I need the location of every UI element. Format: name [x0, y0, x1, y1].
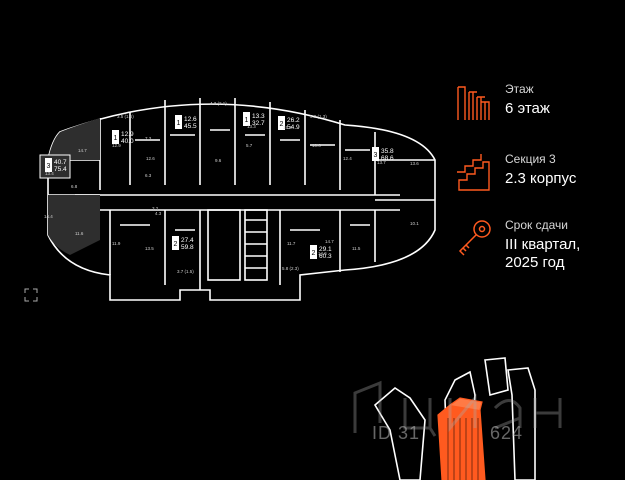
- svg-text:35.8: 35.8: [381, 148, 394, 155]
- room-area-label: 5.8 (1.3): [310, 114, 327, 119]
- svg-text:40.7: 40.7: [54, 159, 67, 166]
- key-icon: [458, 220, 491, 256]
- room-area-label: 14.7: [325, 239, 334, 244]
- svg-text:12.9: 12.9: [121, 131, 134, 138]
- svg-text:59.8: 59.8: [181, 244, 194, 251]
- deadline-value: III квартал, 2025 год: [505, 236, 580, 272]
- room-area-label: 13.3: [247, 124, 256, 129]
- svg-text:2: 2: [312, 250, 316, 257]
- floor-label: Этаж: [505, 82, 534, 96]
- svg-text:60.3: 60.3: [319, 253, 332, 260]
- section-label: Секция 3: [505, 152, 556, 166]
- expand-icon[interactable]: [24, 288, 38, 302]
- room-area-label: 10.6: [312, 143, 321, 148]
- deadline-value-line2: 2025 год: [505, 254, 565, 271]
- svg-text:3: 3: [374, 152, 378, 159]
- cian-watermark-logo: [353, 380, 562, 437]
- room-area-label: 13.4: [45, 171, 54, 176]
- svg-text:1: 1: [177, 120, 181, 127]
- room-area-label: 3.2: [152, 206, 159, 211]
- room-area-label: 10.1: [410, 221, 419, 226]
- apartment-badge: 229.160.3: [310, 245, 332, 260]
- svg-text:27.4: 27.4: [181, 237, 194, 244]
- room-area-label: 7.3: [145, 136, 152, 141]
- svg-text:2: 2: [280, 121, 284, 128]
- room-area-label: 11.7: [287, 241, 296, 246]
- svg-text:68.6: 68.6: [381, 155, 394, 162]
- floor-icon: [457, 86, 490, 120]
- svg-text:1: 1: [114, 135, 118, 142]
- svg-text:26.2: 26.2: [287, 117, 300, 124]
- room-area-label: 9.6: [215, 158, 222, 163]
- deadline-label: Срок сдачи: [505, 218, 568, 232]
- svg-text:32.7: 32.7: [252, 120, 265, 127]
- watermark-id-part2: 624: [490, 423, 524, 443]
- room-area-label: 12.6: [146, 156, 155, 161]
- apartment-badge: 112.940.0: [112, 130, 134, 145]
- room-area-label: 5.7: [246, 143, 253, 148]
- room-area-label: 13.5: [145, 246, 154, 251]
- room-area-label: 15.6: [283, 125, 292, 130]
- watermark-id: ID 31 624: [372, 423, 523, 444]
- room-area-label: 4.3 (2.1): [210, 101, 227, 106]
- room-area-label: 11.9: [112, 241, 121, 246]
- apartment-badge: 113.332.7: [243, 112, 265, 127]
- apartment-badge: 335.868.6: [372, 147, 394, 162]
- svg-text:29.1: 29.1: [319, 246, 332, 253]
- room-area-label: 4.3: [155, 211, 162, 216]
- svg-text:12.6: 12.6: [184, 116, 197, 123]
- info-panel: Этаж 6 этаж Секция 3 2.3 корпус Срок сда…: [455, 0, 625, 320]
- room-area-label: 13.7: [377, 160, 386, 165]
- svg-text:45.5: 45.5: [184, 123, 197, 130]
- svg-text:3: 3: [47, 163, 51, 170]
- watermark-id-part1: ID 31: [372, 423, 421, 443]
- apartment-badge: 340.775.4: [45, 158, 67, 173]
- room-area-label: 13.6: [410, 161, 419, 166]
- room-area-label: 14.7: [78, 148, 87, 153]
- room-area-label: 3.5 (1.6): [117, 114, 134, 119]
- section-icon: [457, 154, 490, 191]
- room-area-label: 12.9: [112, 143, 121, 148]
- svg-text:2: 2: [174, 241, 178, 248]
- svg-text:75.4: 75.4: [54, 166, 67, 173]
- svg-text:40.0: 40.0: [121, 138, 134, 145]
- apartment-badge: 227.459.8: [172, 236, 194, 251]
- svg-text:54.9: 54.9: [287, 124, 300, 131]
- room-area-label: 6.3: [145, 173, 152, 178]
- room-area-label: 6.8: [71, 184, 78, 189]
- section-value: 2.3 корпус: [505, 170, 577, 187]
- apartment-badge: 112.645.5: [175, 115, 197, 130]
- room-area-label: 3.7 (1.5): [177, 269, 194, 274]
- room-area-label: 5.8 (2.3): [282, 266, 299, 271]
- svg-text:13.3: 13.3: [252, 113, 265, 120]
- room-area-label: 11.6: [75, 231, 84, 236]
- building-illustration: [373, 357, 536, 480]
- apartment-badge: 226.254.9: [278, 116, 300, 131]
- deadline-value-line1: III квартал,: [505, 236, 581, 253]
- room-area-label: 12.4: [343, 156, 352, 161]
- room-area-label: 11.5: [352, 246, 361, 251]
- svg-text:1: 1: [245, 117, 249, 124]
- room-area-label: 14.4: [44, 214, 53, 219]
- room-area-label: 14.6: [318, 251, 327, 256]
- floor-value: 6 этаж: [505, 100, 550, 117]
